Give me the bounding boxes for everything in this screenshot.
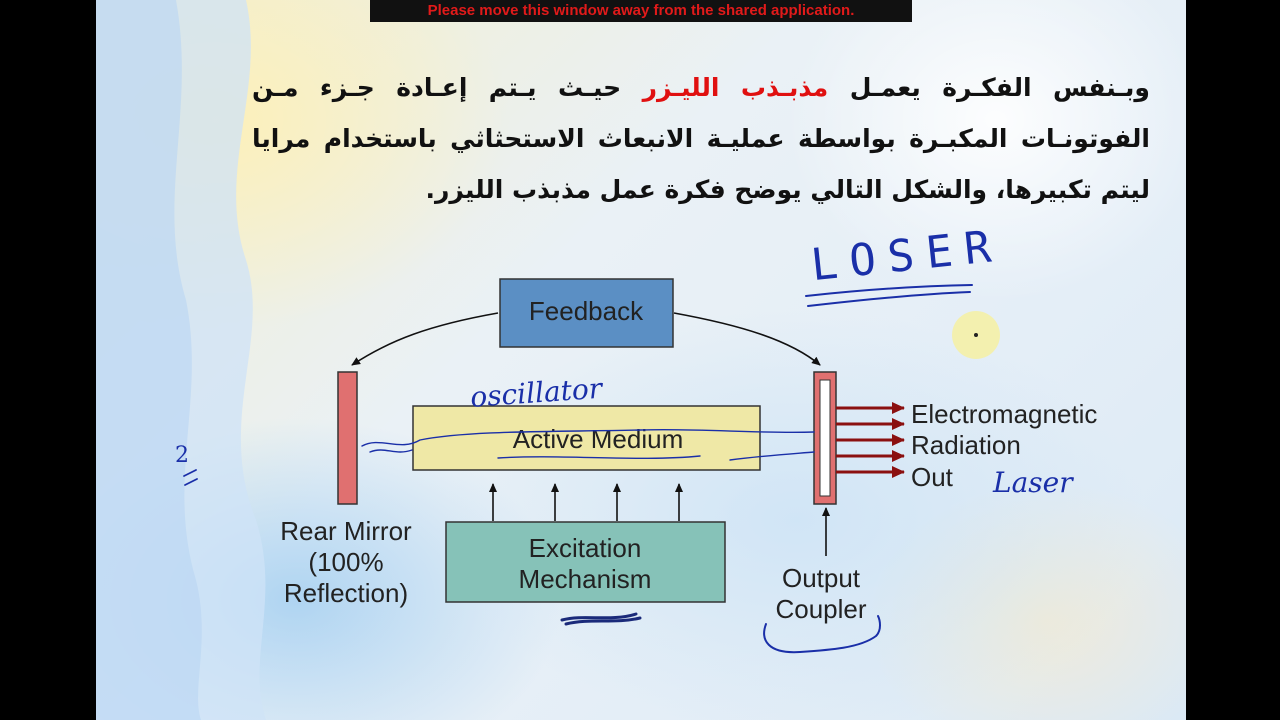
handwritten-two: 2	[175, 443, 189, 468]
output-coupler-label: Output Coupler	[775, 563, 866, 624]
arabic-paragraph: وبـنفس الفكـرة يعمـل مذبـذب الليـزر حيـث…	[252, 62, 1150, 215]
medium-scribble	[361, 428, 815, 447]
output-coupler-label-line2: Coupler	[775, 594, 866, 624]
background-wave	[96, 0, 266, 720]
radiation-label: Electromagnetic Radiation Out	[911, 399, 1097, 492]
paragraph-highlight: مذبـذب الليـزر	[642, 73, 829, 102]
active-medium-label: Active Medium	[513, 424, 684, 454]
rear-mirror-label-line1: Rear Mirror	[280, 516, 412, 546]
rear-mirror-label-line2: (100%	[308, 547, 383, 577]
feedback-label: Feedback	[529, 296, 644, 326]
paragraph-before: وبـنفس الفكـرة يعمـل	[849, 73, 1150, 102]
output-coupler-bracket	[763, 615, 881, 654]
output-coupler	[813, 371, 837, 505]
active-medium-block: Active Medium	[412, 405, 761, 471]
excitation-label-line1: Excitation	[529, 533, 642, 563]
output-coupler-label-line1: Output	[782, 563, 861, 593]
rear-mirror-label: Rear Mirror (100% Reflection)	[280, 516, 412, 608]
feedback-arrow-right	[673, 312, 821, 366]
rear-mirror-label-line3: Reflection)	[284, 578, 408, 608]
feedback-arrow-left	[351, 312, 499, 366]
radiation-label-line2: Radiation	[911, 430, 1021, 460]
feedback-block: Feedback	[499, 278, 674, 348]
excitation-label-line2: Mechanism	[519, 564, 652, 594]
excitation-mechanism-block: Excitation Mechanism	[445, 521, 726, 603]
radiation-label-line1: Electromagnetic	[911, 399, 1097, 429]
screen-share-warning: Please move this window away from the sh…	[370, 0, 912, 22]
loser-underline	[805, 284, 973, 297]
radiation-arrows	[836, 402, 905, 478]
excitation-arrows	[489, 483, 683, 521]
handwritten-laser: Laser	[992, 466, 1074, 499]
excitation-scribble	[560, 612, 642, 626]
paragraph-after: حيـث يـتم إعـادة جـزء مـن الفوتونـات الم…	[252, 73, 1150, 204]
radiation-label-line3: Out	[911, 462, 954, 492]
rear-mirror	[337, 371, 358, 505]
handwritten-loser: LOSER	[809, 220, 1006, 291]
